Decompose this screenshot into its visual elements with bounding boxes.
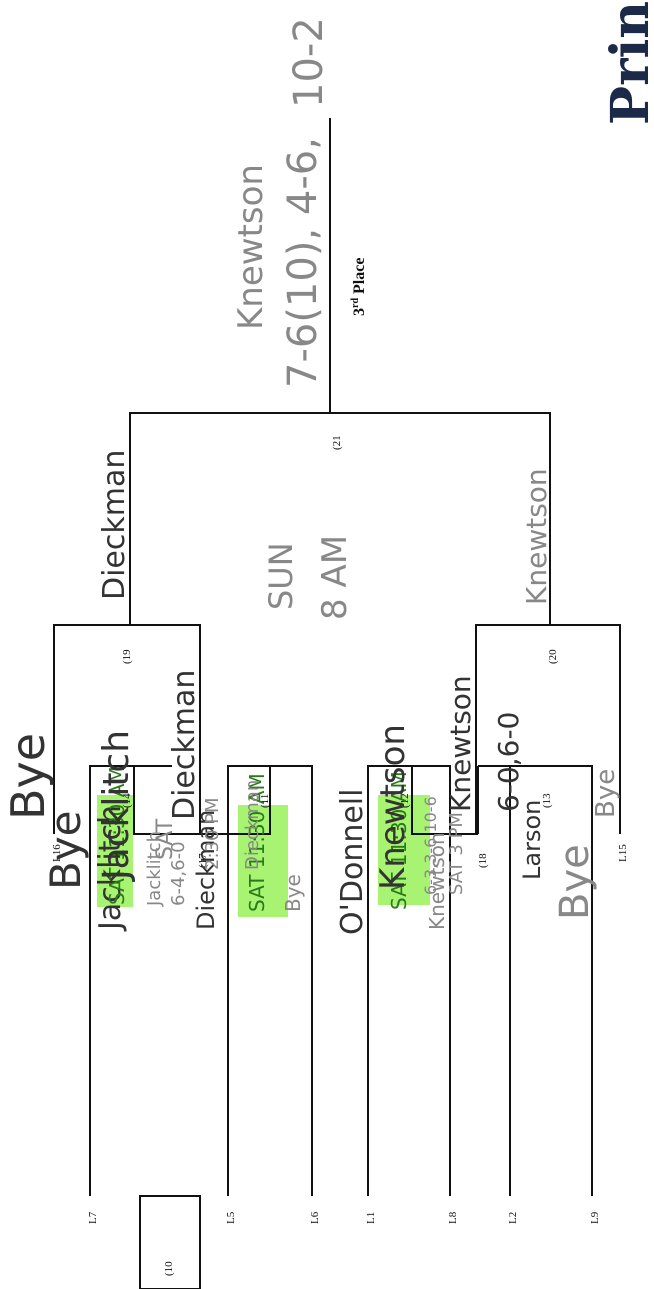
line-l1-l8-12 (367, 765, 451, 1196)
slot-l9: L9 (589, 1211, 601, 1224)
match-number-17: (17 (197, 853, 209, 868)
slot-l6: L6 (309, 1211, 321, 1224)
entry-bye-15: Bye (591, 769, 621, 818)
third-place-label: 3rd Place (350, 258, 368, 316)
match-number-11: (11 (259, 794, 271, 808)
entry-time-14: SAT 11:30 AM (105, 766, 129, 905)
line-match-21 (129, 412, 551, 625)
entry-dieckman-17: Dieckman (242, 780, 263, 870)
entry-bye-top: Bye (41, 810, 90, 890)
entry-larson: Larson (518, 800, 546, 880)
entry-dieckman-19: Dieckman (167, 670, 202, 820)
entry-bye-11: Bye (281, 874, 305, 912)
match-number-10: (10 (163, 1261, 175, 1276)
match-number-20: (20 (547, 649, 559, 664)
highlight-match-11 (238, 805, 288, 917)
entry-knewtson-21: Knewtson (520, 468, 553, 605)
slot-l16: L16 (51, 844, 63, 862)
match-number-12: (12 (399, 793, 411, 808)
slot-l5: L5 (225, 1211, 237, 1224)
slot-l2: L2 (507, 1212, 519, 1224)
match-number-19: (19 (121, 649, 133, 664)
entry-dieckman-21: Dieckman (97, 450, 132, 600)
entry-time-18: SAT 3 PM (446, 812, 467, 895)
logo-fragment: Prin (600, 1, 654, 125)
third-place-suffix: rd (350, 298, 361, 308)
third-place-word: Place (351, 258, 368, 294)
line-match-18 (411, 766, 478, 835)
line-match-17 (133, 766, 271, 835)
entry-time-17: 2:30 PM (202, 797, 223, 870)
entry-winner-3rd: Knewtson (231, 164, 271, 330)
entry-time-11: SAT 11:30 AM (245, 773, 269, 912)
match-number-18: (18 (477, 853, 489, 868)
slot-l15: L15 (617, 844, 629, 862)
line-match-19 (53, 624, 201, 834)
entry-jacklitch-17: Jacklitch (96, 730, 137, 882)
entry-knewtson-12: Knewtson (425, 832, 449, 930)
entry-bye-13: Bye (552, 844, 598, 920)
match-number-14: (14 (121, 793, 133, 808)
slot-l8: L8 (447, 1211, 459, 1224)
third-place-ordinal: 3 (351, 308, 368, 316)
entry-score-20: 6-0,6-0 (492, 712, 525, 812)
line-match-20 (475, 624, 621, 834)
line-l2-l9-13 (509, 765, 593, 1196)
entry-score-14: 6-4,6-0 (168, 841, 189, 906)
entry-knewtson-20: Knewtson (444, 675, 477, 812)
slot-l7: L7 (87, 1211, 99, 1224)
entry-time-12: SAT 11:30 AM (387, 771, 411, 910)
match-number-21: (21 (331, 435, 343, 450)
entry-knewtson-18: Knewtson (373, 724, 413, 890)
bracket-lines (53, 118, 621, 1289)
entry-score-3rd-tb: 10-2 (286, 17, 332, 108)
entry-score-18: 6-3,3-6,10-6 (421, 796, 440, 895)
entry-dieckman-14: Dieckman (192, 810, 220, 930)
entry-odonnell: O'Donnell (335, 789, 370, 935)
entry-score-3rd: 7-6(10), 4-6, (280, 137, 326, 388)
match-number-13: (13 (541, 793, 553, 808)
entry-sun-time: 8 AM (315, 535, 355, 620)
entry-bye-16: Bye (1, 733, 55, 820)
highlighter-marks (97, 795, 430, 917)
highlight-match-12 (378, 795, 430, 905)
entry-jacklitch-14: Jacklitch (93, 805, 128, 932)
line-l7-14 (89, 765, 172, 1196)
entry-sat-17: SAT (153, 818, 178, 860)
slot-l1: L1 (365, 1212, 377, 1224)
highlight-match-14 (97, 795, 133, 907)
match-10-box (139, 1195, 201, 1289)
match-numbers: (10 (14 (11 (12 (13 (17 (18 (19 (20 (21 (121, 435, 559, 1276)
entry-jacklitch-14b: Jacklitch (144, 831, 165, 907)
entry-sun: SUN (262, 542, 300, 610)
slot-labels: L7 L5 L6 L1 L8 L2 L9 L16 L15 (51, 844, 629, 1224)
handwritten-entries: Bye Jacklitch SAT 11:30 AM Jacklitch 6-4… (1, 17, 621, 935)
